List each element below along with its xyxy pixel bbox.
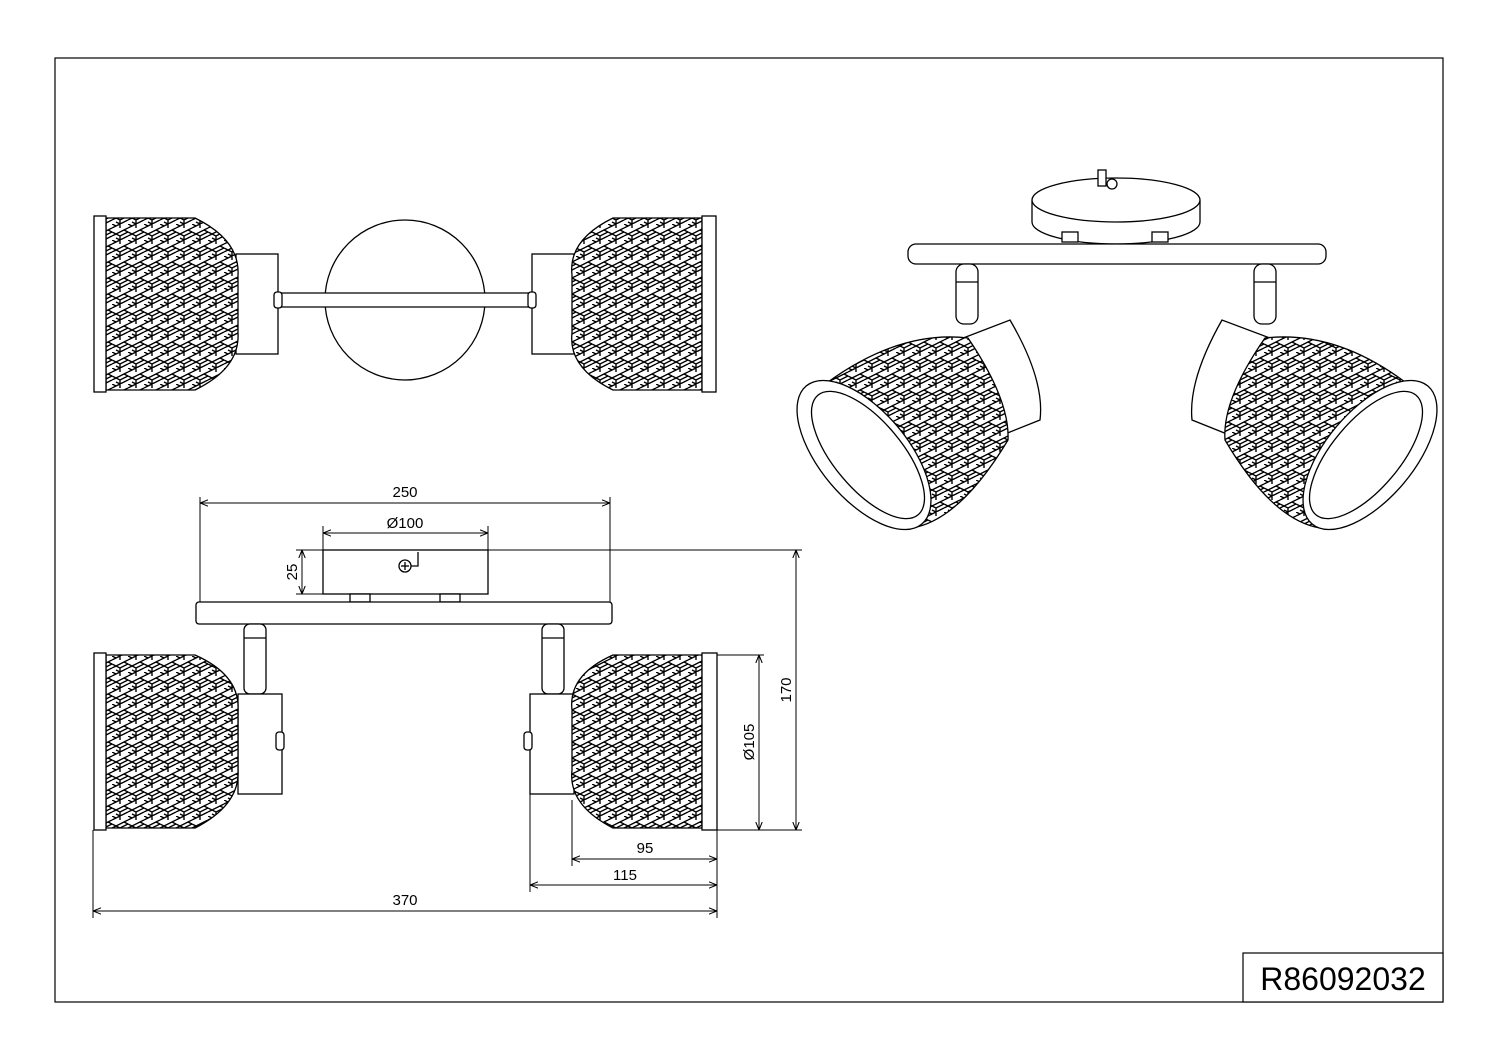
top-view-left-spot	[93, 215, 283, 393]
dim-shade-diameter: Ø105	[741, 724, 758, 761]
dim-overall-width: 370	[392, 892, 417, 909]
dim-spot-depth: 115	[613, 867, 637, 884]
top-view	[93, 215, 717, 393]
perspective-right-spot	[1190, 319, 1438, 531]
front-view-left-spot	[93, 623, 285, 831]
dim-total-height: 170	[778, 677, 795, 702]
dim-canopy-height: 25	[284, 564, 301, 581]
front-view-bar	[195, 601, 613, 625]
perspective-left-spot	[796, 319, 1042, 531]
dimension-lines	[92, 497, 802, 918]
dim-canopy-diameter: Ø100	[387, 515, 424, 532]
top-view-right-spot	[527, 215, 717, 393]
dim-shade-depth: 95	[637, 840, 654, 857]
dim-bar-length: 250	[392, 484, 417, 501]
front-view	[93, 549, 718, 831]
perspective-view	[796, 169, 1438, 531]
product-code: R86092032	[1260, 961, 1425, 997]
perspective-bar	[907, 243, 1327, 265]
product-code-box	[1242, 952, 1444, 1003]
sheet-frame	[54, 57, 1444, 1003]
front-view-right-spot	[523, 623, 718, 831]
perspective-screw-icon	[1106, 178, 1118, 190]
top-view-bar	[277, 292, 533, 308]
